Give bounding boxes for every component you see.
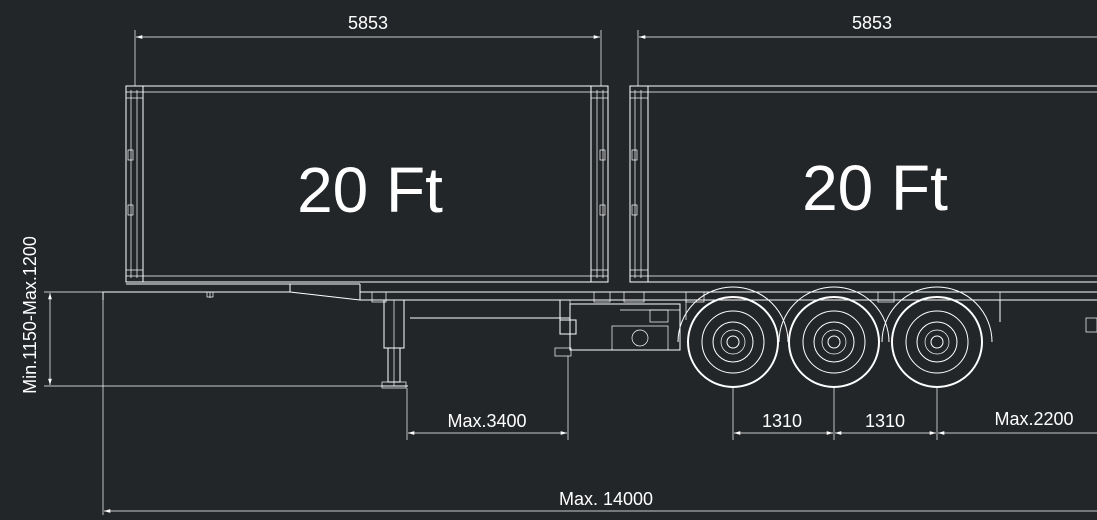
rear-fender	[985, 299, 1097, 333]
dim-axle-spacing: 1310 1310	[732, 388, 938, 440]
dim-container-1-length-label: 5853	[348, 13, 388, 33]
container-2: 20 Ft	[629, 85, 1097, 283]
dim-axle-spacing-2-label: 1310	[865, 411, 905, 431]
dim-rear-overhang-label: Max.2200	[994, 409, 1073, 429]
container-2-label: 20 Ft	[802, 152, 948, 224]
dim-kingpin-to-leg: Max.3400	[406, 356, 569, 440]
dim-axle-spacing-1-label: 1310	[762, 411, 802, 431]
dim-total-length-label: Max. 14000	[559, 489, 653, 509]
trailer-chassis	[102, 283, 1097, 389]
axle-1-wheel	[677, 286, 789, 388]
dim-container-2-length: 5853	[637, 13, 1097, 86]
axle-3-wheel	[881, 286, 993, 388]
dim-total-length: Max. 14000	[102, 300, 1097, 515]
container-1-label: 20 Ft	[297, 154, 443, 226]
axle-2-wheel	[778, 286, 890, 388]
dim-container-1-length: 5853	[134, 13, 602, 86]
dim-height: Min.1150-Max.1200	[20, 236, 381, 394]
dim-kingpin-to-leg-label: Max.3400	[447, 411, 526, 431]
dim-container-2-length-label: 5853	[852, 13, 892, 33]
dim-rear-overhang: Max.2200	[938, 409, 1097, 435]
container-1: 20 Ft	[125, 85, 609, 283]
dim-height-label: Min.1150-Max.1200	[20, 236, 40, 394]
